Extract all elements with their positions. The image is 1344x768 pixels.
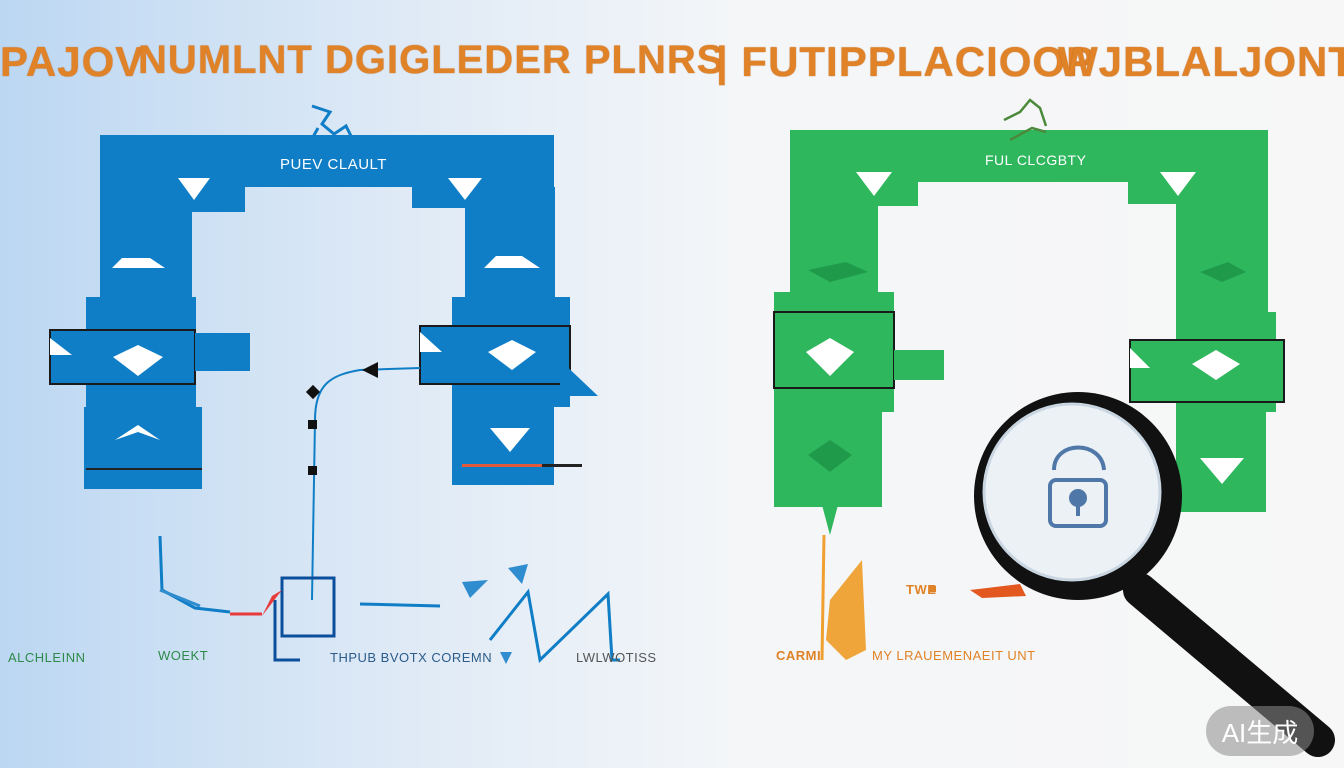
bottom-label-3: THPUB BVOTX COREMN bbox=[330, 650, 493, 665]
node-marker bbox=[305, 384, 321, 400]
wing-icon bbox=[112, 258, 165, 268]
magnifier-group bbox=[974, 392, 1335, 757]
triangle-icon bbox=[500, 652, 512, 664]
left-diagram-glyphs bbox=[50, 178, 540, 452]
underline-accent bbox=[462, 464, 542, 467]
padlock-icon bbox=[1048, 445, 1108, 528]
green-left-extension bbox=[894, 350, 944, 380]
orange-flame-icon bbox=[826, 560, 866, 660]
wing-icon bbox=[1200, 262, 1246, 282]
wing-icon bbox=[808, 262, 868, 282]
triangle-icon bbox=[448, 178, 482, 200]
title-segment-2: NUMLNT DGIGLEDER PLNRS bbox=[138, 38, 725, 82]
right-bottom-label-1: CARMI bbox=[776, 648, 822, 663]
right-diagram-shapes bbox=[808, 262, 1246, 472]
triangle-icon bbox=[490, 428, 530, 452]
title-segment-1: PAJOV bbox=[0, 38, 145, 85]
triangle-icon bbox=[1200, 458, 1244, 484]
bottom-left-figures bbox=[158, 535, 620, 664]
underline bbox=[86, 468, 202, 470]
diamond-icon bbox=[808, 440, 852, 472]
triangle-icon bbox=[1160, 172, 1196, 196]
left-top-right-tab bbox=[412, 187, 468, 208]
node-marker bbox=[308, 466, 317, 475]
flag-icon bbox=[50, 338, 72, 355]
bird-icon bbox=[1003, 98, 1048, 142]
bottom-label-1: ALCHLEINN bbox=[8, 650, 86, 665]
right-col-upper bbox=[465, 187, 555, 297]
diamond-icon bbox=[488, 340, 536, 370]
orange-arrow-icon bbox=[970, 584, 1026, 598]
orange-line bbox=[820, 534, 826, 661]
right-diagram-glyphs bbox=[806, 172, 1244, 484]
green-arrow-icon bbox=[822, 505, 838, 535]
node-marker bbox=[308, 420, 317, 429]
bird-icon bbox=[305, 104, 354, 152]
left-side-extension bbox=[195, 333, 250, 371]
left-diagram-title: PUEV CLAULT bbox=[280, 156, 387, 173]
ai-generated-badge: AI生成 bbox=[1206, 706, 1314, 756]
flag-icon bbox=[420, 332, 442, 352]
diamond-icon bbox=[806, 338, 854, 376]
fish-icon bbox=[462, 580, 488, 598]
title-segment-3: | FUTIPPLACIOOP bbox=[716, 38, 1096, 85]
bottom-label-4: LWLWOTISS bbox=[576, 650, 657, 665]
right-diagram-title: FUL CLCGBTY bbox=[985, 152, 1087, 168]
diamond-icon bbox=[113, 345, 163, 376]
title-segment-4: WJBLALJONT bbox=[1058, 38, 1344, 85]
flag-icon bbox=[1130, 348, 1150, 368]
diamond-icon bbox=[1192, 350, 1240, 380]
dot bbox=[930, 586, 936, 592]
triangle-icon bbox=[856, 172, 892, 196]
red-arrow-icon bbox=[262, 590, 282, 616]
bottom-label-2: WOEKT bbox=[158, 648, 209, 663]
flag-icon bbox=[508, 564, 528, 584]
left-col-lower bbox=[84, 407, 202, 489]
right-col-lower bbox=[452, 407, 554, 485]
connector bbox=[311, 367, 421, 601]
right-bottom-label-2: TWE bbox=[906, 582, 937, 597]
right-side-arrow bbox=[560, 360, 598, 396]
triangle-icon bbox=[178, 178, 210, 200]
wing-icon bbox=[484, 256, 540, 268]
green-right-col-upper bbox=[1176, 182, 1268, 312]
chevron-icon bbox=[115, 425, 160, 440]
left-col-upper bbox=[100, 187, 192, 297]
right-bottom-label-3: MY LRAUEMENAEIT UNT bbox=[872, 648, 1036, 663]
arrowhead-icon bbox=[362, 362, 378, 378]
